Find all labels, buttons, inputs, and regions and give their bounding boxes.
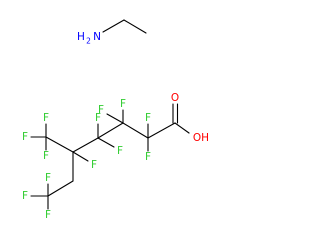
bond-n-c1 bbox=[102, 19, 125, 33]
bond-c5-f bbox=[72, 151, 89, 162]
carboxyl-bonds bbox=[172, 103, 190, 134]
bond-c4-c5 bbox=[72, 137, 99, 153]
fluorine-label: F bbox=[45, 172, 51, 184]
fluorine-label: F bbox=[91, 159, 97, 171]
bond-c5-c6 bbox=[45, 136, 74, 153]
fluorine-label: F bbox=[43, 150, 49, 162]
bond-c-oh bbox=[174, 122, 190, 134]
bond-c3-f-left bbox=[106, 113, 124, 124]
fluorine-label: F bbox=[145, 151, 151, 163]
amine-h-label: H bbox=[77, 31, 85, 43]
amine-group-label: H 2 N bbox=[77, 31, 101, 46]
bond-c1-c2 bbox=[147, 122, 176, 139]
fluorine-label: F bbox=[98, 104, 104, 116]
bond-c7-c8 bbox=[47, 180, 74, 197]
bond-c4-f-right bbox=[97, 137, 115, 148]
structure-diagram: H 2 N O OH F F F F F F F F F F F F F bbox=[22, 19, 209, 221]
fluorine-label: F bbox=[43, 112, 49, 124]
fluorine-label: F bbox=[117, 145, 123, 157]
fluorine-label: F bbox=[145, 112, 151, 124]
ethylamine-bonds bbox=[102, 19, 147, 34]
fluorine-label: F bbox=[22, 131, 28, 143]
bond-c3-c4 bbox=[97, 122, 124, 139]
bond-c1-c2 bbox=[123, 19, 147, 34]
carbonyl-oxygen-label: O bbox=[171, 92, 179, 104]
amine-h-count-label: 2 bbox=[86, 37, 91, 46]
acid-backbone-bonds bbox=[45, 122, 176, 197]
amine-n-label: N bbox=[93, 31, 101, 43]
fluorine-label: F bbox=[95, 112, 101, 124]
fluorine-label: F bbox=[120, 98, 126, 110]
fluorine-label: F bbox=[22, 190, 28, 202]
fluorine-labels: F F F F F F F F F F F F F bbox=[22, 98, 151, 221]
hydroxyl-label: OH bbox=[193, 132, 209, 144]
fluorine-label: F bbox=[45, 209, 51, 221]
bond-c2-c3 bbox=[122, 122, 149, 139]
carbon-fluorine-bonds bbox=[30, 109, 149, 210]
